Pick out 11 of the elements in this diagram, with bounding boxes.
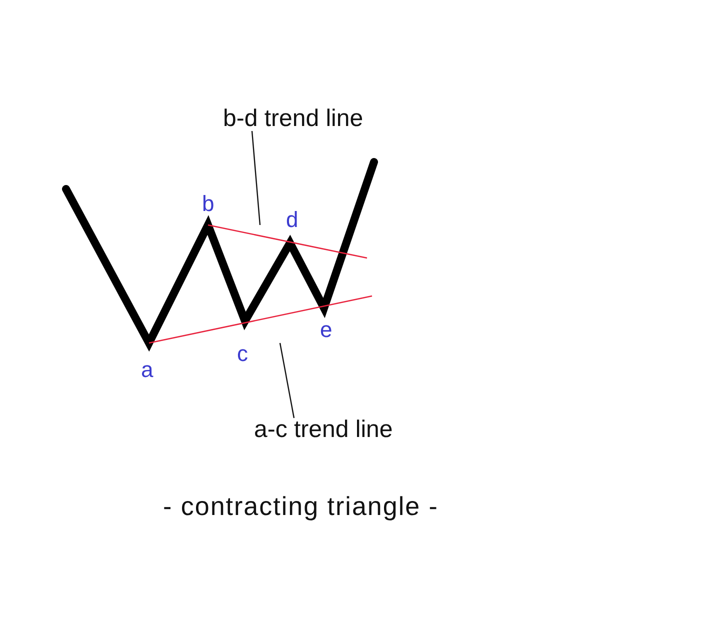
point-label: b [202,193,214,215]
leader-line [251,130,261,226]
point-label: d [286,209,298,231]
trend-line [149,296,372,343]
point-label: c [237,343,248,365]
caption: - contracting triangle - [163,493,438,519]
trend-line-label: b-d trend line [223,107,364,131]
leader-line [279,342,295,418]
trend-line-label: a-c trend line [254,418,393,442]
point-label: e [320,319,332,341]
point-label: a [141,359,154,381]
